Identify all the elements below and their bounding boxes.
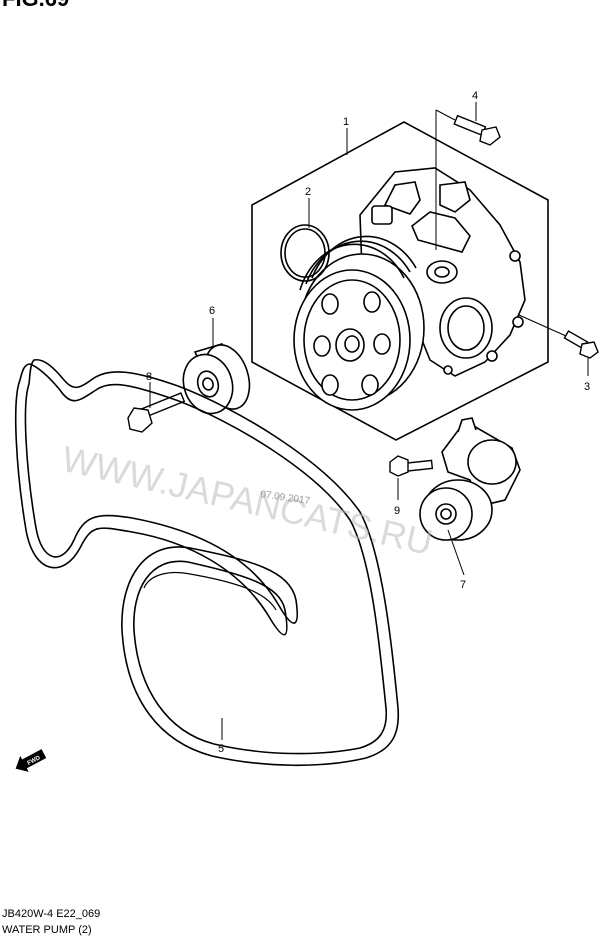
tensioner <box>419 417 521 541</box>
callout-8: 8 <box>146 371 152 383</box>
callout-2: 2 <box>305 186 311 198</box>
footer-code: JB420W-4 E22_069 <box>2 908 101 920</box>
callout-7: 7 <box>460 579 466 591</box>
assembly-box <box>251 121 549 441</box>
callout-6: 6 <box>209 305 215 317</box>
watermark: WWW.JAPANCATS.RU 07.09.2017 <box>58 438 436 563</box>
v-ribbed-belt <box>14 358 400 767</box>
bolt-3 <box>563 330 599 359</box>
idler-pulley <box>182 343 251 415</box>
bolt-4 <box>453 114 501 146</box>
callout-5: 5 <box>218 743 224 755</box>
o-ring <box>280 224 330 282</box>
bolt-8 <box>127 392 186 433</box>
callout-1: 1 <box>343 116 349 128</box>
pump-pulley <box>293 235 425 411</box>
leader-lines <box>149 102 589 740</box>
bolt-9 <box>389 455 434 477</box>
fig-label: FIG.69 <box>2 0 69 12</box>
callout-9: 9 <box>394 505 400 517</box>
footer-title: WATER PUMP (2) <box>2 924 92 936</box>
callout-labels: 1 2 3 4 5 6 7 8 9 <box>146 90 590 755</box>
watermark-text: WWW.JAPANCATS.RU <box>58 438 436 563</box>
forward-arrow-icon: FWD <box>15 749 47 772</box>
callout-4: 4 <box>472 90 478 102</box>
callout-3: 3 <box>584 381 590 393</box>
water-pump-body <box>359 167 526 377</box>
